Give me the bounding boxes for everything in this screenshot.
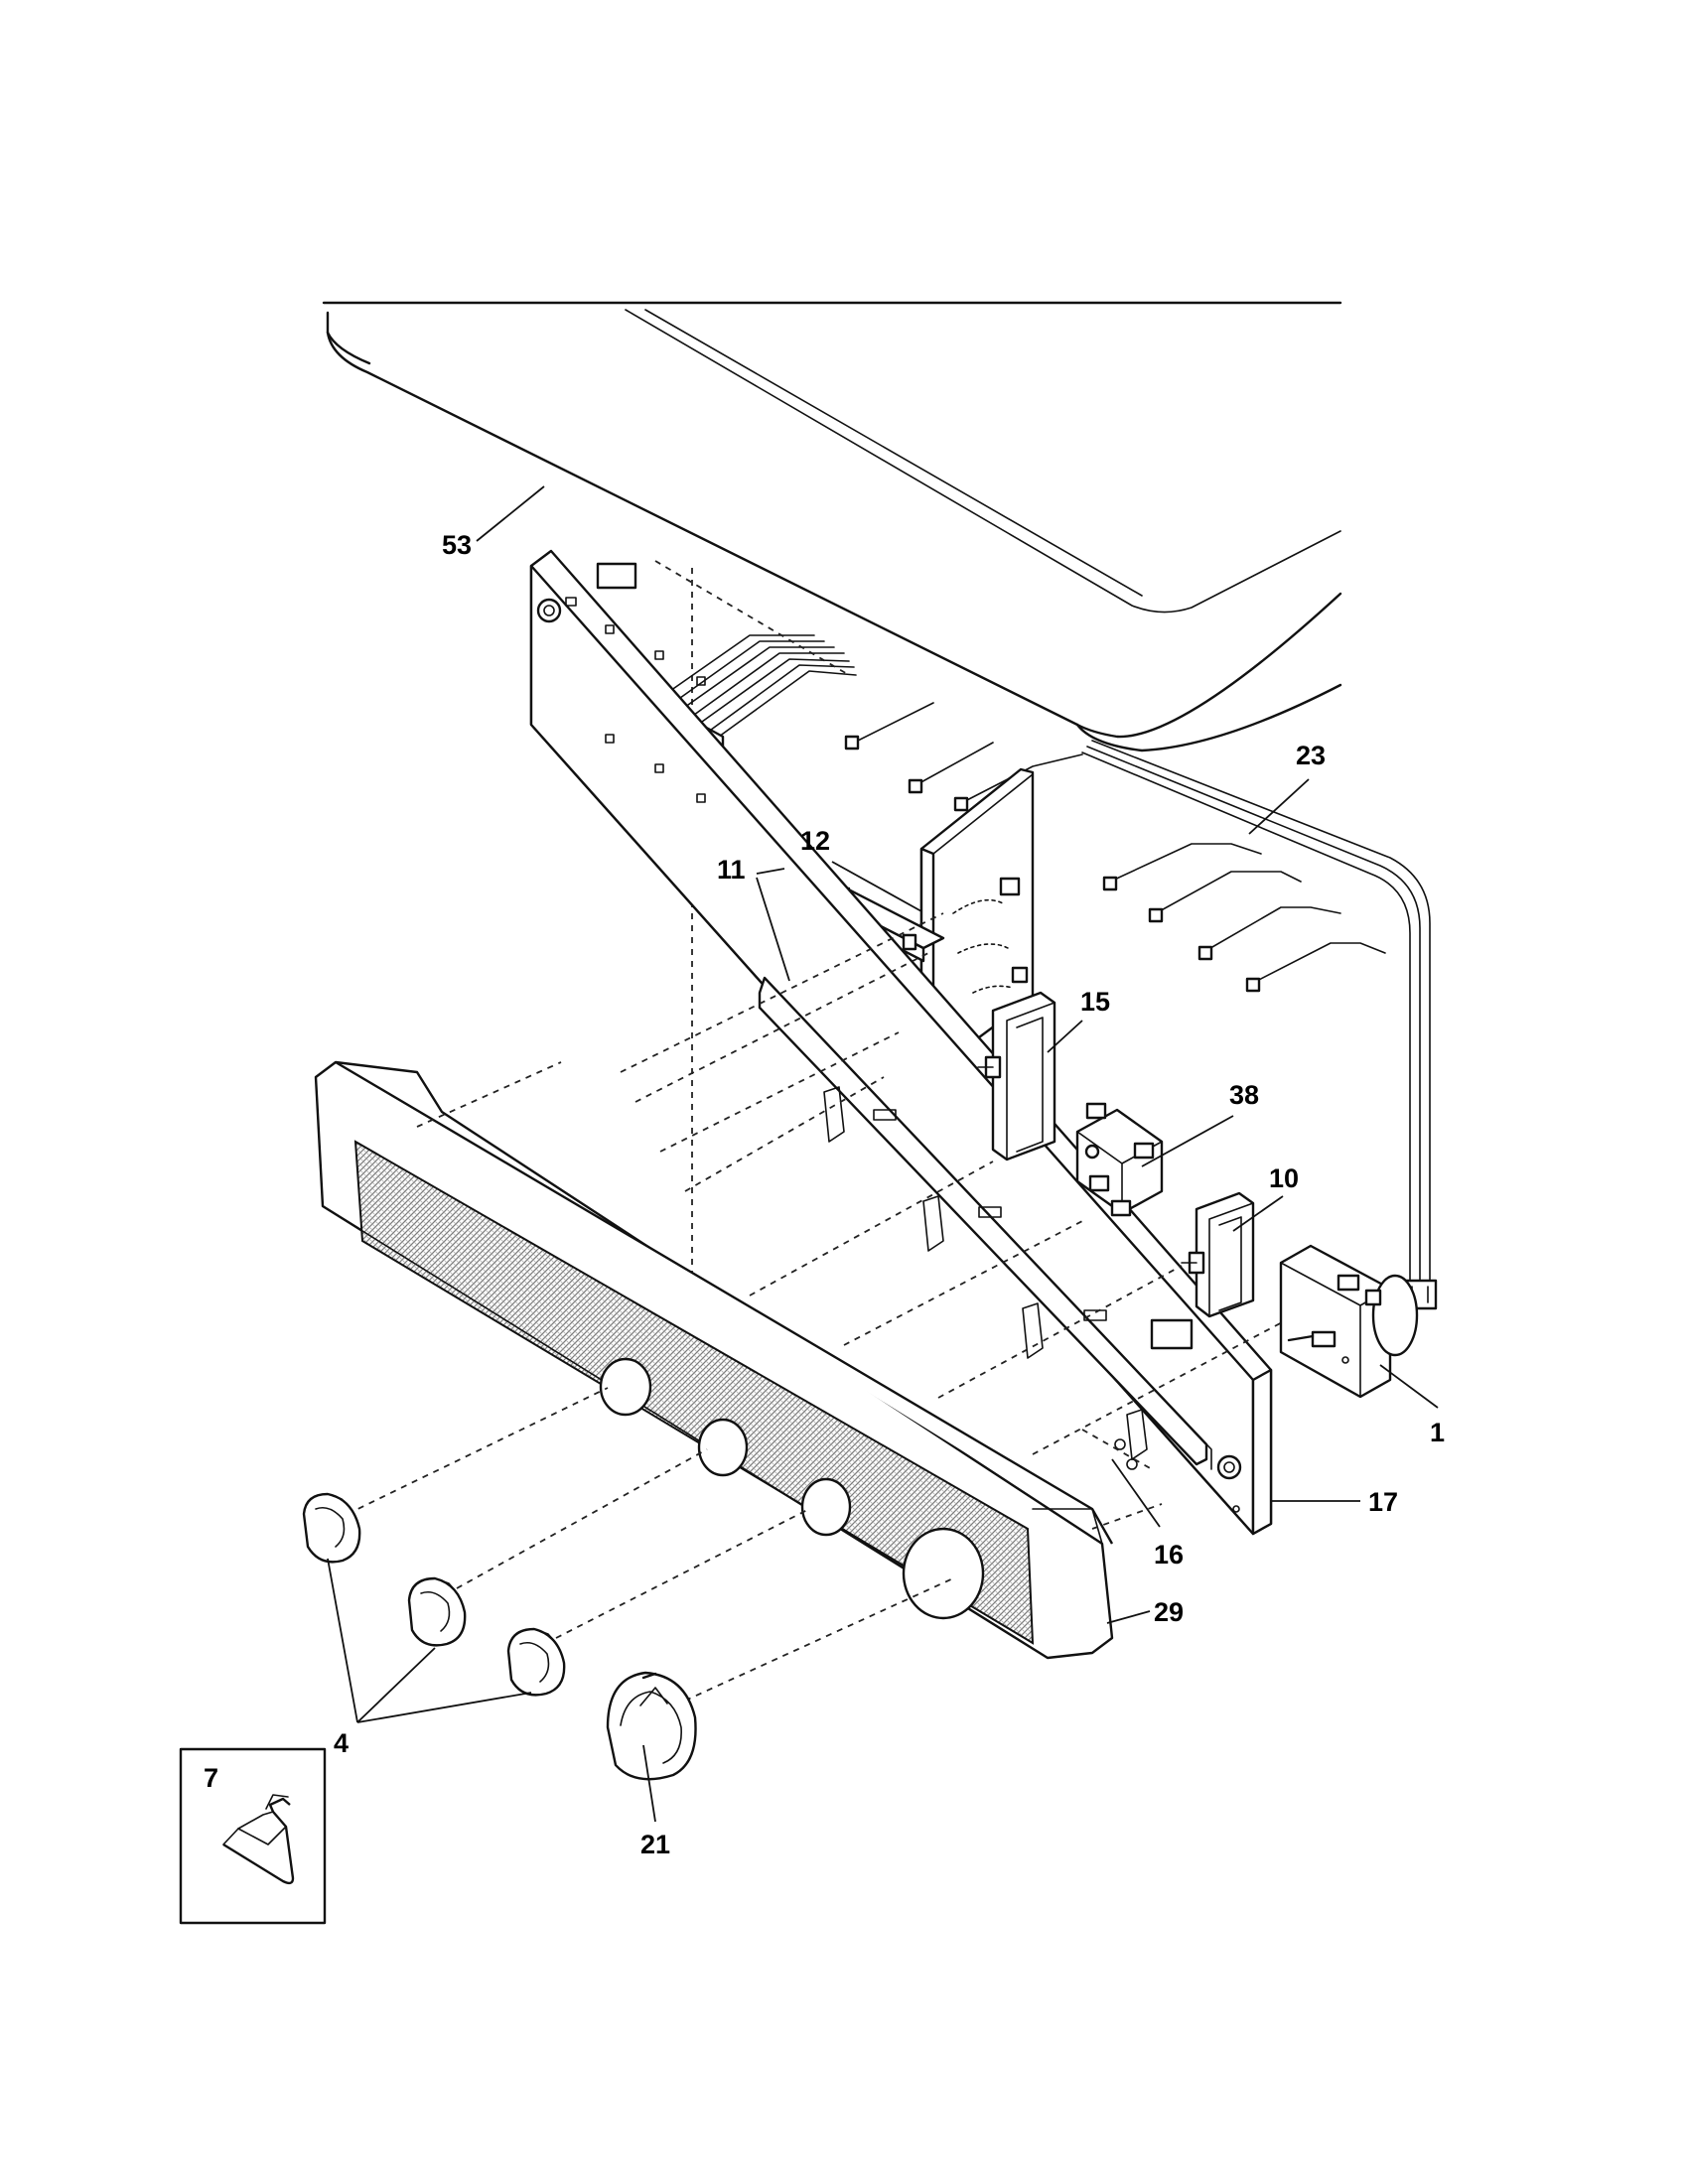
console-back-panel [529,549,1273,1536]
inset-box-clip [179,1747,327,1925]
top-panel [322,301,1342,752]
selector-switch-10 [1181,1191,1255,1318]
selector-switch-15 [977,991,1056,1161]
callout-1: 1 [1430,1418,1445,1447]
callout-leaders [327,485,1439,1823]
switch-38 [1075,1102,1164,1217]
control-knob-3 [506,1627,566,1697]
callout-7: 7 [204,1763,218,1793]
assembly-guide-lines [347,560,1287,1702]
callout-38: 38 [1229,1080,1259,1110]
callout-29: 29 [1154,1597,1184,1627]
control-knob-1 [302,1492,361,1564]
callout-15: 15 [1080,987,1110,1017]
callout-labels: 53 23 12 11 15 38 10 1 17 16 29 4 21 7 [204,530,1445,1859]
timer-knob [606,1671,697,1781]
control-knob-2 [407,1576,467,1647]
callout-53: 53 [442,530,472,560]
wire-harness [1081,740,1438,1310]
callout-12: 12 [800,826,830,856]
callout-23: 23 [1296,741,1326,770]
callout-11: 11 [717,855,746,885]
callout-4: 4 [334,1728,349,1758]
callout-21: 21 [640,1830,670,1859]
wire-terminals [844,702,1083,812]
front-grille-panel [314,1060,1114,1660]
callout-10: 10 [1269,1163,1299,1193]
callout-17: 17 [1368,1487,1398,1517]
timer [1279,1244,1419,1399]
callout-16: 16 [1154,1540,1184,1570]
